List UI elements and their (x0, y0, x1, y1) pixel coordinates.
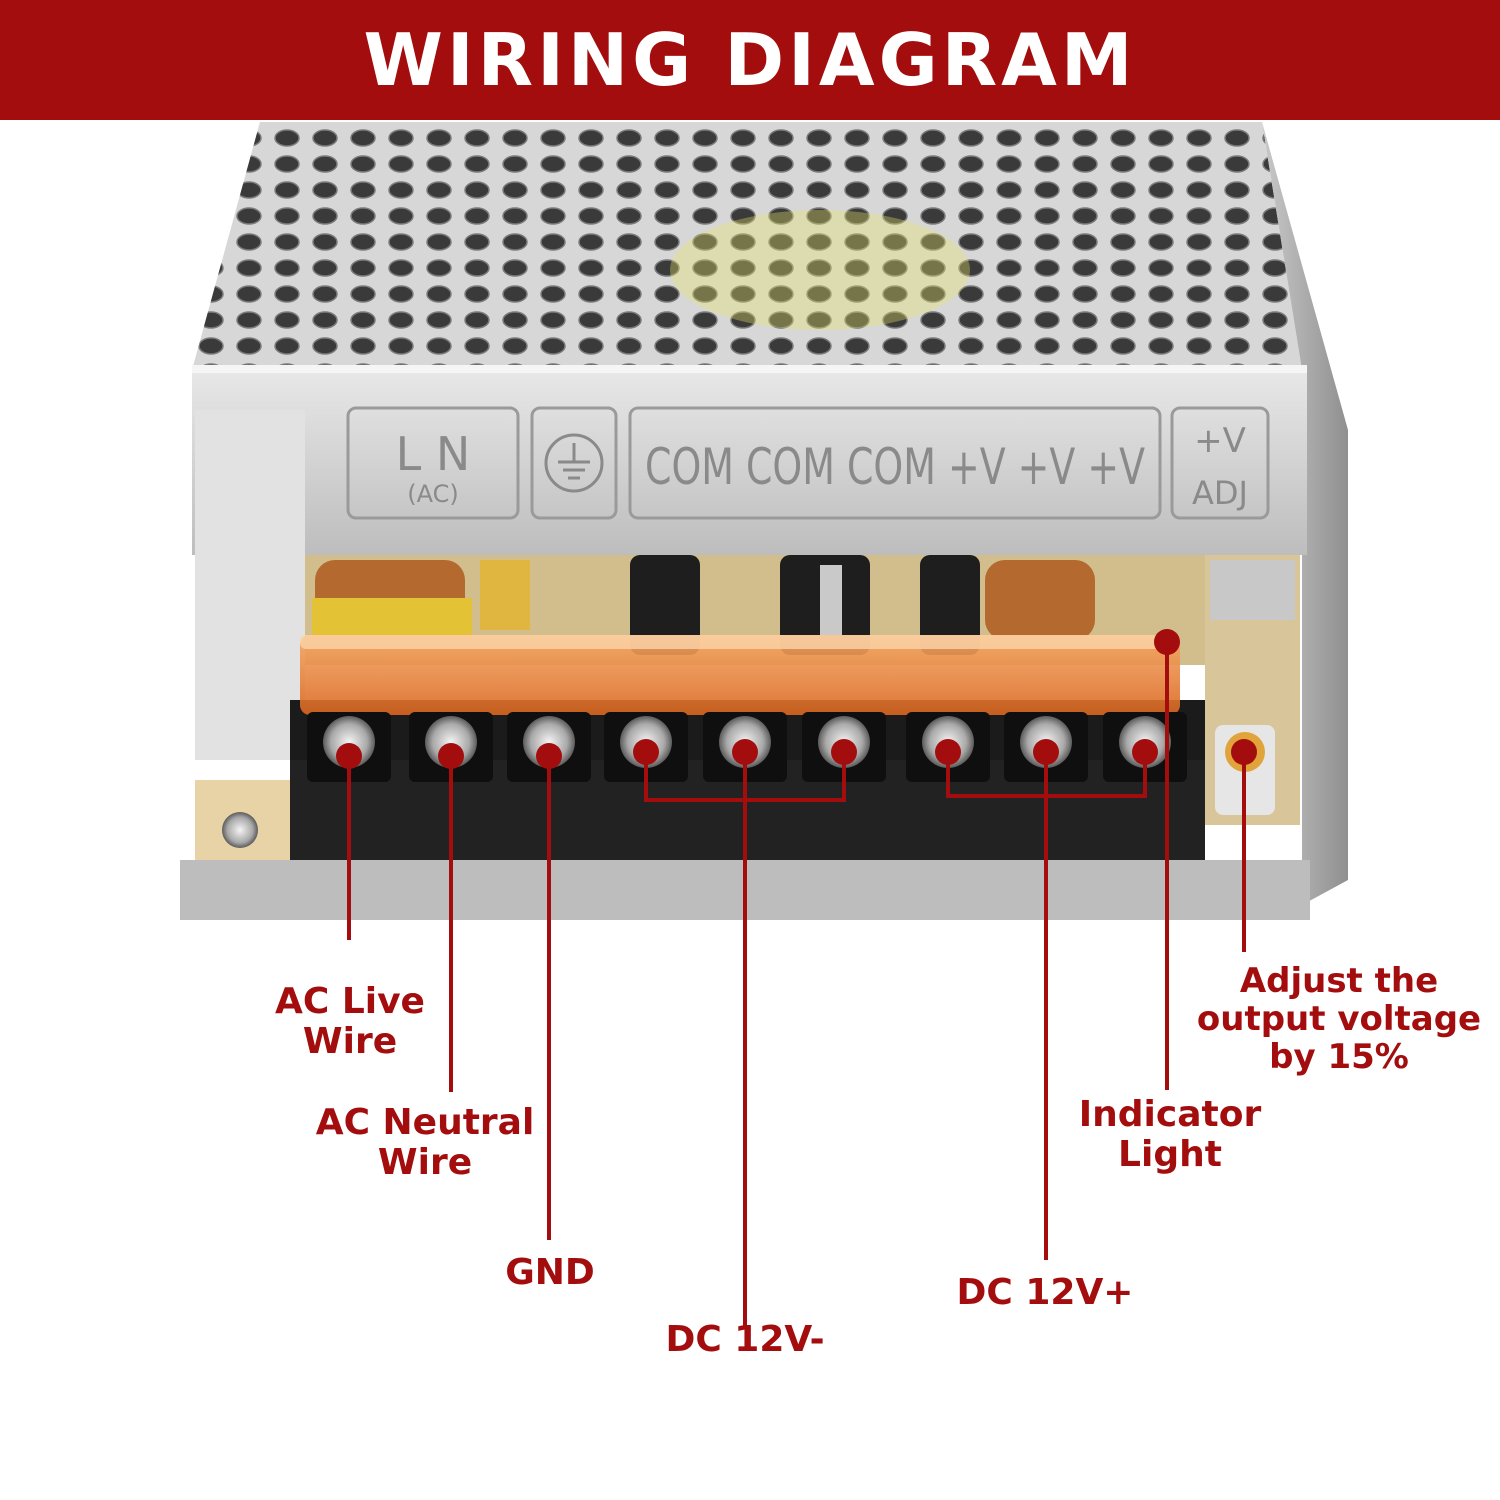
label-ac-sub: (AC) (407, 480, 458, 508)
callout-ac-live: AC Live Wire (275, 981, 425, 1062)
front-label-strip: L N (AC) COM COM COM +V +V +V +V ADJ (192, 365, 1307, 760)
marker-indicator (1154, 629, 1180, 655)
callout-adjust: Adjust the output voltage by 15% (1196, 961, 1482, 1077)
marker-ac-neutral (438, 743, 464, 769)
callout-dc-minus: DC 12V- (665, 1319, 825, 1360)
callout-dc-plus: DC 12V+ (956, 1272, 1134, 1313)
marker-gnd (536, 743, 562, 769)
marker-v-3 (1132, 739, 1158, 765)
ground-icon (544, 433, 604, 493)
label-ac: L N (396, 427, 471, 481)
marker-com-1 (633, 739, 659, 765)
label-dc: COM COM COM +V +V +V (645, 438, 1145, 496)
label-adj-top: +V (1194, 421, 1246, 461)
callout-indicator: Indicator Light (1078, 1094, 1262, 1175)
callout-gnd: GND (505, 1252, 595, 1293)
marker-v-2 (1033, 739, 1059, 765)
label-adj-bottom: ADJ (1192, 474, 1248, 512)
marker-v-1 (935, 739, 961, 765)
page-title: WIRING DIAGRAM (363, 18, 1137, 102)
perforated-cover (192, 122, 1302, 370)
terminal-screw (523, 716, 575, 768)
mount-screw (222, 812, 258, 848)
marker-com-2 (732, 739, 758, 765)
header-banner: WIRING DIAGRAM (0, 0, 1500, 120)
callout-lines (347, 642, 1246, 1326)
marker-com-3 (831, 739, 857, 765)
marker-ac-live (336, 743, 362, 769)
terminal-cover (300, 635, 1180, 715)
callout-ac-neutral: AC Neutral Wire (315, 1102, 535, 1183)
callout-markers (336, 629, 1257, 769)
terminal-screw (323, 716, 375, 768)
terminal-screw (425, 716, 477, 768)
marker-adjust (1231, 739, 1257, 765)
